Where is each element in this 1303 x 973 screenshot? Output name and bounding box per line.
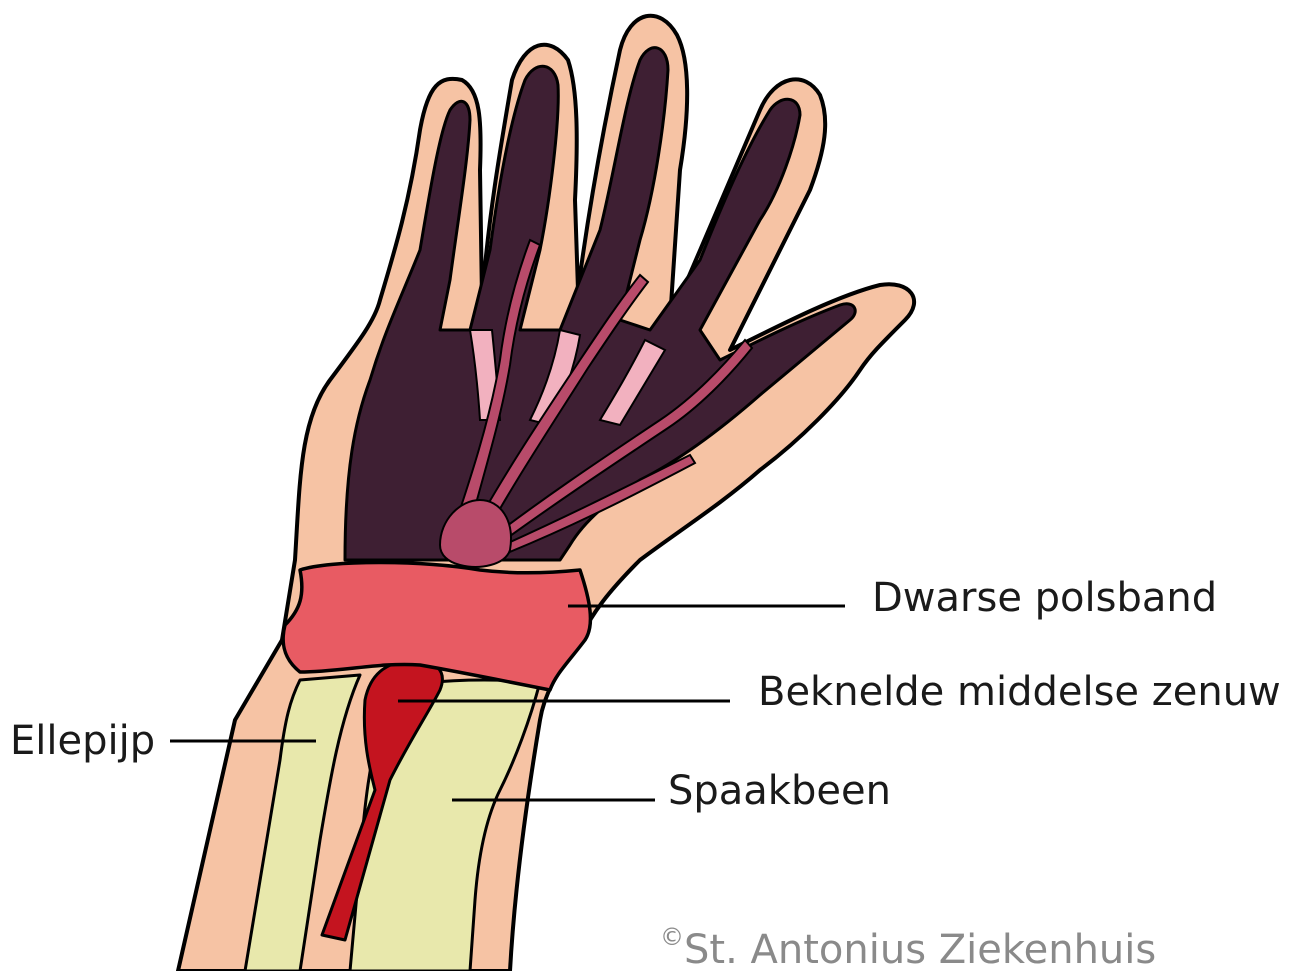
label-ulna: Ellepijp xyxy=(10,721,155,761)
copyright-symbol: © xyxy=(660,923,684,951)
copyright-text: St. Antonius Ziekenhuis xyxy=(684,927,1156,973)
label-transverse-ligament: Dwarse polsband xyxy=(872,578,1217,618)
label-compressed-median-nerve: Beknelde middelse zenuw xyxy=(758,672,1281,712)
label-radius: Spaakbeen xyxy=(668,771,891,811)
copyright-notice: ©St. Antonius Ziekenhuis xyxy=(660,925,1156,970)
